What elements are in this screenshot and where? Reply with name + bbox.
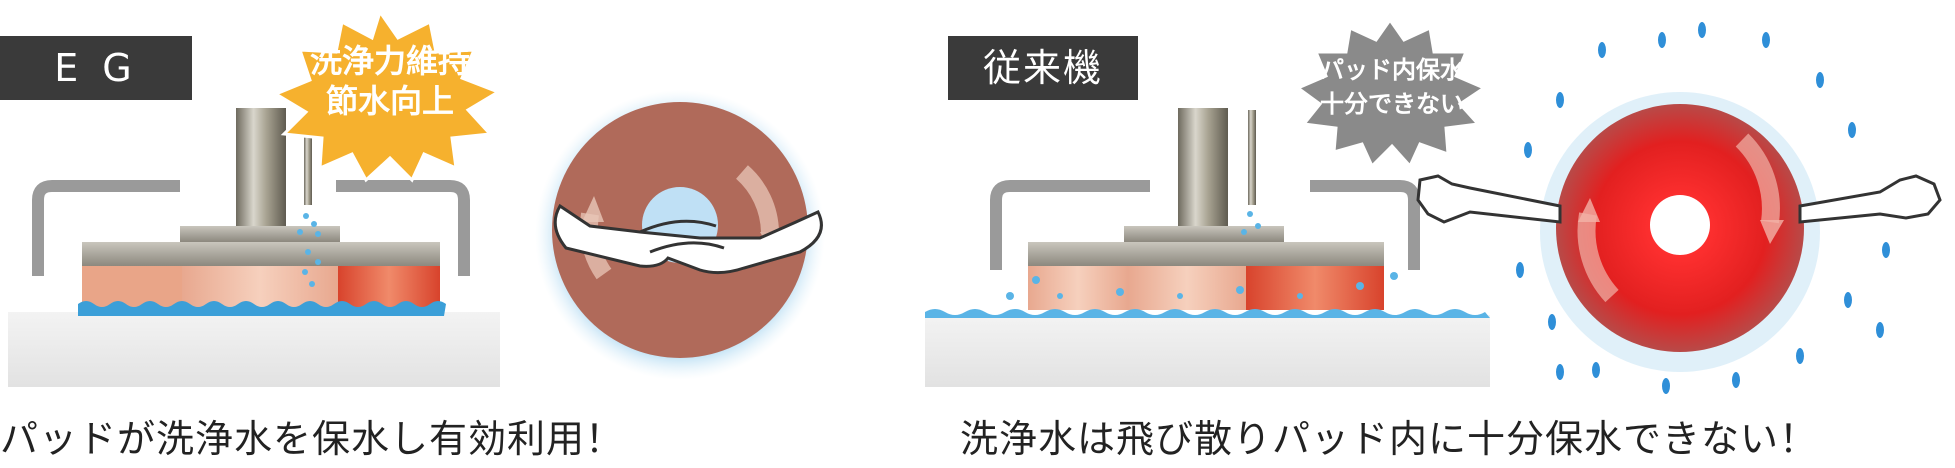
conv-pad-center xyxy=(1650,195,1710,255)
eg-pad xyxy=(82,266,182,308)
eg-burst-line2: 節水向上 xyxy=(326,82,454,120)
conv-burst-line2: 十分できない xyxy=(1320,90,1464,118)
eg-water xyxy=(78,301,446,316)
conv-pad xyxy=(1028,266,1128,310)
eg-shaft xyxy=(236,108,286,228)
conv-burst xyxy=(1294,17,1488,169)
eg-burst xyxy=(272,8,502,183)
conv-left-arm xyxy=(1416,174,1562,224)
conv-plate xyxy=(1028,242,1384,266)
conv-shaft xyxy=(1178,108,1228,228)
eg-floor xyxy=(8,312,500,387)
conv-right-arm xyxy=(1798,174,1942,224)
conv-burst-line1: パッド内保水 xyxy=(1320,56,1465,84)
eg-caption: パッドが洗浄水を保水し有効利用！ xyxy=(0,417,625,461)
eg-hug-arms xyxy=(553,203,823,275)
eg-frame xyxy=(32,180,180,276)
eg-label: E G xyxy=(0,36,192,100)
conventional-label: 従来機 xyxy=(948,36,1138,100)
eg-burst-line1: 洗浄力維持 xyxy=(310,42,470,80)
conv-frame xyxy=(990,180,1150,270)
eg-plate xyxy=(82,242,440,266)
conv-floor xyxy=(925,315,1490,387)
conventional-caption: 洗浄水は飛び散りパッド内に十分保水できない！ xyxy=(960,417,1819,461)
conv-water xyxy=(925,309,1490,318)
